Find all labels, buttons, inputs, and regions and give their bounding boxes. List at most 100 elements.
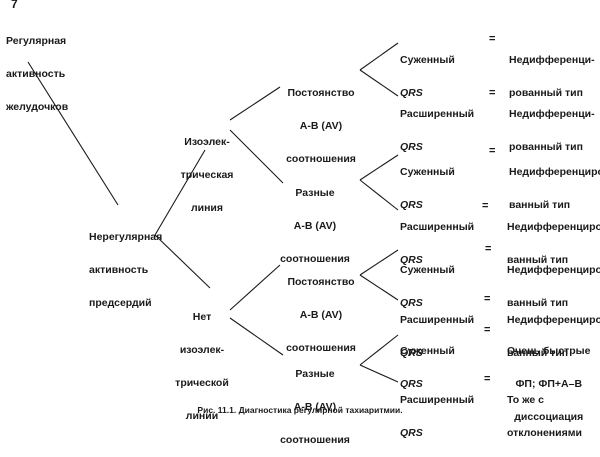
- edge-c1-wide: [359, 69, 399, 97]
- qrs-wide-4-type: Расширенный: [400, 394, 475, 406]
- node-isoelectric-line2: трическая: [180, 169, 234, 181]
- qrs-wide-2-qrs: QRS: [400, 254, 423, 266]
- qrs-narrow-4: Суженный QRS: [400, 324, 455, 401]
- edge-d1-wide: [359, 179, 399, 211]
- edge-d1-narrow: [359, 154, 399, 181]
- equals-2: =: [489, 87, 496, 99]
- leaf-2-line1: Недифференци-: [509, 108, 595, 120]
- node-root: Регулярная активность желудочков: [6, 14, 68, 124]
- qrs-narrow-1-type: Суженный: [400, 54, 455, 66]
- leaf-4: Недифференциро- ванный тип: [507, 200, 600, 277]
- edge-iso-const: [229, 86, 281, 121]
- node-irregular-atrial-line2: активность: [89, 264, 149, 276]
- figure-caption: Рис. 11.1. Диагностика регулярной тахиар…: [197, 405, 403, 415]
- node-different-av-1-line2: А-В (AV): [293, 220, 337, 232]
- qrs-wide-2-type: Расширенный: [400, 221, 475, 233]
- node-irregular-atrial-line1: Нерегулярная: [89, 231, 163, 243]
- leaf-4-line2: ванный тип: [507, 254, 569, 266]
- qrs-wide-2: Расширенный QRS: [400, 200, 474, 277]
- edge-level1-noiso: [154, 234, 211, 289]
- node-root-line1: Регулярная: [6, 35, 67, 47]
- leaf-7-line1: Очень быстрые: [507, 345, 591, 357]
- node-different-av-1-line3: соотношения: [280, 253, 350, 265]
- qrs-narrow-2-type: Суженный: [400, 166, 455, 178]
- leaf-2-line2: рованный тип: [509, 141, 583, 153]
- qrs-wide-3-type: Расширенный: [400, 314, 475, 326]
- leaf-7-line3: диссоциация: [514, 411, 584, 423]
- qrs-wide-4-qrs: QRS: [400, 427, 423, 439]
- equals-6: =: [484, 293, 491, 305]
- corner-mark: 7: [11, 0, 18, 11]
- qrs-wide-1-qrs: QRS: [400, 141, 423, 153]
- edge-c1-narrow: [359, 42, 399, 71]
- leaf-6-line1: Недифференциро-: [507, 314, 600, 326]
- node-irregular-atrial-line3: предсердий: [89, 297, 152, 309]
- node-root-line3: желудочков: [6, 101, 69, 113]
- node-constant-av-2-line3: соотношения: [286, 342, 356, 354]
- node-isoelectric: Изоэлек- трическая линия: [177, 115, 237, 225]
- equals-3: =: [489, 145, 496, 157]
- node-no-isoelectric-line3: трической: [175, 377, 229, 389]
- node-irregular-atrial: Нерегулярная активность предсердий: [89, 210, 162, 320]
- leaf-8-line2: отклонениями: [507, 427, 582, 439]
- node-constant-av-1-line1: Постоянство: [287, 87, 355, 99]
- edge-c2-narrow: [359, 249, 399, 276]
- node-no-isoelectric: Нет изоэлек- трической линии: [170, 290, 234, 433]
- leaf-1-line1: Недифференци-: [509, 54, 595, 66]
- leaf-3-line2: ванный тип: [509, 199, 571, 211]
- leaf-3-line1: Недифференциро-: [509, 166, 600, 178]
- leaf-4-line1: Недифференциро-: [507, 221, 600, 233]
- node-constant-av-1-line3: соотношения: [286, 153, 356, 165]
- qrs-wide-3: Расширенный QRS: [400, 293, 474, 370]
- node-different-av-2: Разные А-В (AV) соотношения: [280, 347, 350, 457]
- node-constant-av-1: Постоянство А-В (AV) соотношения: [280, 66, 362, 176]
- qrs-narrow-3: Суженный QRS: [400, 243, 455, 320]
- leaf-3: Недифференциро- ванный тип: [509, 145, 600, 222]
- node-constant-av-2: Постоянство А-В (AV) соотношения: [280, 255, 362, 365]
- node-no-isoelectric-line2: изоэлек-: [179, 344, 225, 356]
- qrs-wide-3-qrs: QRS: [400, 347, 423, 359]
- leaf-1: Недифференци- рованный тип: [509, 33, 595, 110]
- leaf-7-line2: ФП; ФП+А–В: [515, 378, 583, 390]
- equals-5: =: [485, 243, 492, 255]
- node-constant-av-1-line2: А-В (AV): [299, 120, 343, 132]
- qrs-narrow-1: Суженный QRS: [400, 33, 455, 110]
- node-constant-av-2-line2: А-В (AV): [299, 309, 343, 321]
- edge-d2-wide: [359, 364, 399, 383]
- qrs-narrow-2-qrs: QRS: [400, 199, 423, 211]
- edge-c2-wide: [359, 274, 399, 301]
- equals-8: =: [484, 373, 491, 385]
- qrs-narrow-2: Суженный QRS: [400, 145, 455, 222]
- edge-level1-iso: [154, 149, 206, 236]
- leaf-5-line2: ванный тип: [507, 297, 569, 309]
- edge-noiso-diff: [229, 317, 284, 356]
- qrs-narrow-4-qrs: QRS: [400, 378, 423, 390]
- node-different-av-2-line1: Разные: [295, 368, 335, 380]
- decision-tree-lines: [27, 42, 399, 383]
- qrs-narrow-3-type: Суженный: [400, 264, 455, 276]
- equals-4: =: [482, 200, 489, 212]
- equals-1: =: [489, 33, 496, 45]
- equals-7: =: [484, 324, 491, 336]
- node-different-av-1-line1: Разные: [295, 187, 335, 199]
- leaf-7: Очень быстрые ФП; ФП+А–В диссоциация: [507, 324, 590, 434]
- node-different-av-2-line3: соотношения: [280, 434, 350, 446]
- leaf-6: Недифференциро- ванный тип: [507, 293, 600, 370]
- qrs-wide-1: Расширенный QRS: [400, 87, 474, 164]
- leaf-5-line1: Недифференциро-: [507, 264, 600, 276]
- node-different-av-2-line2: А-В (AV): [293, 401, 337, 413]
- node-no-isoelectric-line4: линии: [185, 410, 219, 422]
- leaf-2: Недифференци- рованный тип: [509, 87, 595, 164]
- node-no-isoelectric-line1: Нет: [192, 311, 212, 323]
- leaf-1-line2: рованный тип: [509, 87, 583, 99]
- leaf-5: Недифференциро- ванный тип: [507, 243, 600, 320]
- edge-d2-narrow: [359, 334, 399, 366]
- node-isoelectric-line3: линия: [190, 202, 224, 214]
- node-isoelectric-line1: Изоэлек-: [184, 136, 230, 148]
- qrs-narrow-4-type: Суженный: [400, 345, 455, 357]
- node-constant-av-2-line1: Постоянство: [287, 276, 355, 288]
- node-root-line2: активность: [6, 68, 66, 80]
- qrs-narrow-3-qrs: QRS: [400, 297, 423, 309]
- edge-root-level1: [27, 61, 119, 206]
- leaf-8-line1: То же с: [507, 394, 544, 406]
